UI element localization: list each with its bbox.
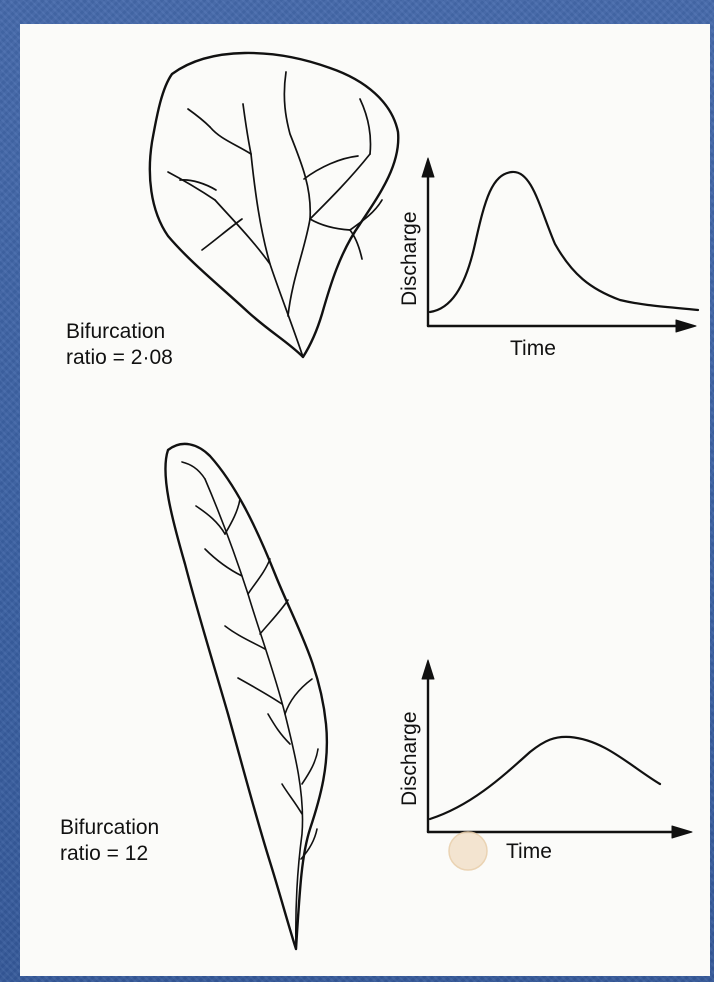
elongated-drainage-basin	[164, 442, 329, 951]
hydrograph-curve-top	[428, 170, 700, 314]
scanned-page: Discharge Time Discharge Time Bifurcatio…	[20, 24, 710, 976]
y-axis-label-bottom: Discharge	[398, 711, 421, 806]
stream-network-top	[167, 71, 383, 358]
x-axis-label-bottom: Time	[506, 840, 552, 863]
x-axis-arrow-top	[675, 319, 697, 333]
y-axis-arrow-top	[421, 157, 435, 178]
caption-top-line1: Bifurcation	[66, 320, 166, 343]
stream-network-bottom	[181, 461, 319, 950]
hydrograph-bottom	[421, 659, 693, 839]
paper-stain	[448, 831, 488, 871]
caption-bottom-line1: Bifurcation	[60, 816, 160, 839]
basin-outline-bottom	[164, 442, 329, 951]
x-axis-label-top: Time	[510, 337, 556, 360]
caption-top-line2: ratio = 2·08	[66, 346, 173, 369]
hydrograph-top	[421, 157, 700, 333]
figure-canvas: Discharge Time Discharge Time	[148, 51, 700, 951]
hydrograph-curve-bottom	[428, 735, 662, 821]
y-axis-label-top: Discharge	[398, 211, 421, 306]
basin-outline-top	[148, 51, 400, 359]
y-axis-arrow-bottom	[421, 659, 435, 680]
round-drainage-basin	[148, 51, 400, 359]
x-axis-arrow-bottom	[671, 825, 693, 839]
caption-bottom-line2: ratio = 12	[60, 842, 149, 865]
